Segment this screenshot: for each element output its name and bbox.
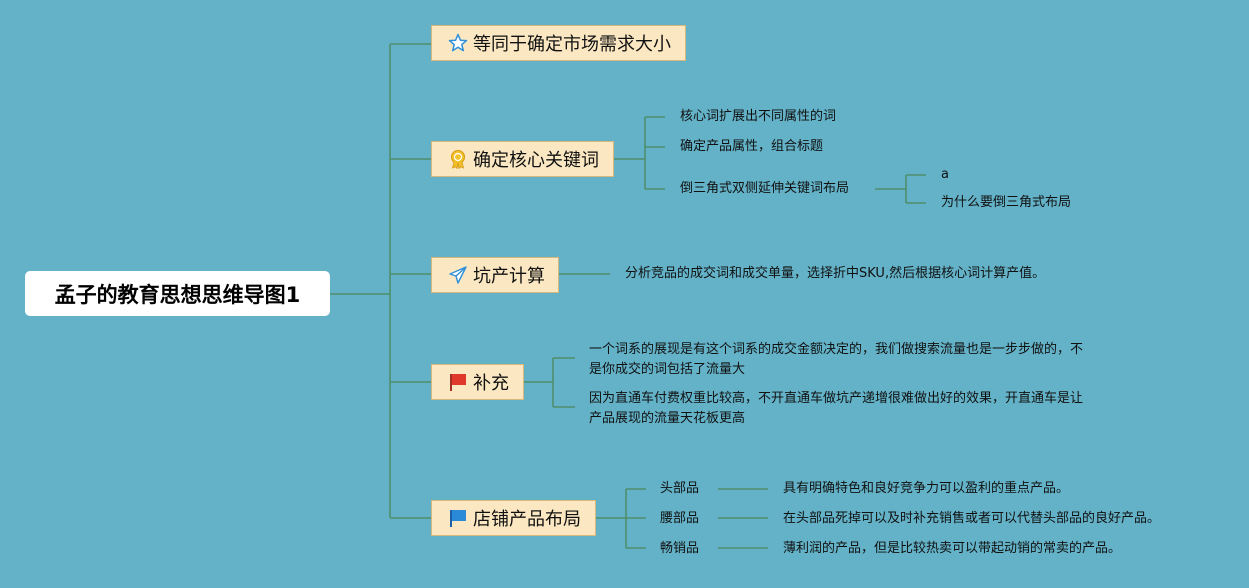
layout-item-desc-2[interactable]: 在头部品死掉可以及时补充销售或者可以代替头部品的良好产品。	[783, 511, 1161, 526]
topic-label: 补充	[473, 373, 509, 394]
topic-label: 店铺产品布局	[473, 509, 581, 530]
root-title: 孟子的教育思想思维导图1	[54, 282, 301, 307]
keywords-item-3[interactable]: 倒三角式双侧延伸关键词布局	[680, 181, 850, 196]
layout-item-desc-3[interactable]: 薄利润的产品，但是比较热卖可以带起动销的常卖的产品。	[783, 541, 1122, 556]
topic-label: 坑产计算	[473, 266, 545, 287]
topic-store-layout[interactable]: 店铺产品布局	[431, 500, 596, 536]
pit-item-1[interactable]: 分析竞品的成交词和成交单量，选择折中SKU,然后根据核心词计算产值。	[625, 266, 1046, 281]
keywords-item-1[interactable]: 核心词扩展出不同属性的词	[680, 109, 837, 124]
red-flag-icon	[448, 372, 468, 392]
topic-market-demand[interactable]: 等同于确定市场需求大小	[431, 25, 686, 61]
keywords-sub-item-1[interactable]: a	[941, 167, 949, 182]
topic-label: 确定核心关键词	[473, 150, 599, 171]
root-topic[interactable]: 孟子的教育思想思维导图1	[25, 271, 330, 316]
topic-core-keywords[interactable]: 确定核心关键词	[431, 141, 614, 177]
paper-plane-icon	[448, 265, 468, 285]
layout-item-name-1[interactable]: 头部品	[660, 481, 700, 496]
medal-icon	[448, 149, 468, 169]
star-icon	[448, 33, 468, 53]
layout-item-desc-1[interactable]: 具有明确特色和良好竞争力可以盈利的重点产品。	[783, 481, 1070, 496]
topic-supplement[interactable]: 补充	[431, 364, 524, 400]
layout-item-name-2[interactable]: 腰部品	[660, 511, 700, 526]
topic-label: 等同于确定市场需求大小	[473, 34, 671, 55]
layout-item-name-3[interactable]: 畅销品	[660, 541, 700, 556]
blue-flag-icon	[448, 508, 468, 528]
keywords-item-2[interactable]: 确定产品属性，组合标题	[680, 139, 824, 154]
supplement-item-2[interactable]: 因为直通车付费权重比较高，不开直通车做坑产递增很难做出好的效果，开直通车是让产品…	[589, 391, 1084, 426]
supplement-item-1[interactable]: 一个词系的展现是有这个词系的成交金额决定的，我们做搜索流量也是一步步做的，不是你…	[589, 342, 1084, 377]
keywords-sub-item-2[interactable]: 为什么要倒三角式布局	[941, 195, 1072, 210]
topic-pit-calculation[interactable]: 坑产计算	[431, 257, 559, 293]
